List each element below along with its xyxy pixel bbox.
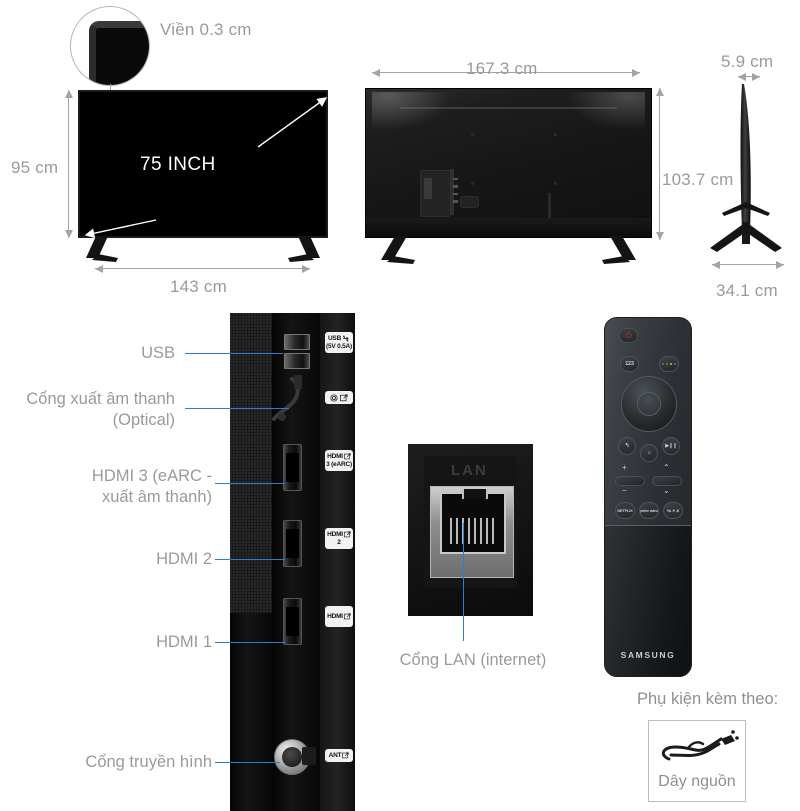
callout-label-hdmi1: HDMI 1 (156, 633, 212, 651)
remote-prime-video-button[interactable]: prime video (639, 502, 659, 519)
antenna-icon (342, 752, 349, 759)
tag-ant: ANT (325, 749, 353, 762)
rear-glow-right (565, 91, 646, 131)
remote-control: ⏻ 123 ↰ ⌂ ▶❙❙ + − ⌃ ⌄ NETFLIX prime vide… (604, 317, 692, 677)
remote-volume-down-label: − (622, 486, 627, 495)
callout-label-hdmi3: HDMI 3 (eARC - xuất âm thanh) (0, 466, 212, 508)
callout-label-optical-line1: Cổng xuất âm thanh (26, 390, 175, 408)
front-width-rule (95, 264, 310, 273)
optical-cable-detail (272, 375, 302, 421)
callout-label-optical-line2: (Optical) (112, 411, 175, 429)
remote-channel-rocker[interactable] (652, 476, 682, 486)
front-height-rule (64, 90, 73, 238)
tag-hdmi-1: HDMI (325, 606, 353, 627)
usb-port-2 (284, 353, 310, 369)
callout-label-hdmi2: HDMI 2 (156, 550, 212, 568)
callout-leader-hdmi3 (215, 483, 285, 484)
remote-lower-body: SAMSUNG (605, 525, 691, 676)
rear-glow-left (371, 91, 452, 131)
power-cable-icon (661, 730, 739, 761)
accessories-title: Phụ kiện kèm theo: (637, 690, 779, 708)
hdmi-port-3 (283, 444, 302, 491)
stand-depth-label: 34.1 cm (716, 281, 778, 300)
rear-width-label: 167.3 cm (466, 59, 538, 78)
callout-leader-hdmi2 (215, 559, 285, 560)
side-depth-label: 5.9 cm (721, 52, 774, 71)
tag-hdmi-3: HDMI 3 (eARC) (325, 450, 353, 471)
bezel-label: Viền 0.3 cm (160, 20, 252, 39)
remote-channel-down-label: ⌄ (663, 486, 670, 495)
remote-netflix-button[interactable]: NETFLIX (615, 502, 635, 519)
front-width-label: 143 cm (170, 277, 227, 296)
bezel-corner-icon (89, 21, 149, 85)
tag-hdmi-2: HDMI 2 (325, 528, 353, 549)
callout-label-optical: Cổng xuất âm thanh (Optical) (0, 389, 175, 431)
screen-size-label: 75 INCH (140, 154, 216, 175)
remote-back-button[interactable]: ↰ (618, 437, 636, 455)
lan-photo-panel: LAN (408, 444, 533, 616)
lan-leader-line (463, 523, 464, 641)
remote-play-pause-button[interactable]: ▶❙❙ (662, 437, 680, 455)
tag-usb: USB (5V 0.5A) (325, 332, 353, 353)
stand-depth-rule (712, 260, 784, 269)
rear-seam-line (400, 106, 617, 109)
rear-width-rule (372, 68, 640, 77)
side-depth-rule (738, 72, 760, 81)
ports-photo-panel: USB (5V 0.5A) (230, 313, 355, 811)
accessory-caption: Dây nguồn (658, 773, 736, 790)
remote-home-button[interactable]: ⌂ (640, 444, 658, 462)
callout-label-antenna: Cổng truyền hình (85, 753, 212, 771)
remote-dpad-select[interactable] (637, 392, 661, 416)
bezel-zoom-circle (70, 6, 150, 86)
remote-app3-button[interactable]: Yu ✶ ⊅ (663, 502, 683, 519)
hdmi-icon (344, 453, 351, 460)
remote-123-button[interactable]: 123 (620, 356, 639, 372)
port-label-strip (320, 313, 355, 811)
tv-rear-panel (365, 88, 652, 238)
tv-front-feet (86, 236, 320, 262)
coax-collar (302, 747, 316, 765)
hdmi-port-2 (283, 520, 302, 567)
rear-height-rule (655, 88, 664, 240)
lan-jack-shield (430, 486, 514, 578)
remote-dpad[interactable] (621, 376, 677, 432)
service-arrow-icon (340, 393, 348, 401)
tv-front-screen: 75 INCH (78, 90, 328, 239)
hdmi-icon (344, 613, 351, 620)
speaker-mesh (230, 313, 272, 613)
callout-leader-optical (185, 408, 289, 409)
front-height-label: 95 cm (11, 158, 59, 177)
usb-icon (342, 335, 349, 342)
callout-leader-hdmi1 (215, 642, 285, 643)
rear-height-label: 103.7 cm (662, 170, 734, 189)
usb-port-1 (284, 334, 310, 350)
remote-brand-label: SAMSUNG (620, 650, 676, 660)
accessory-item-power-cable: Dây nguồn (648, 720, 746, 802)
color-dots-icon (661, 362, 677, 366)
tv-side-view (710, 84, 782, 252)
remote-volume-rocker[interactable] (615, 476, 645, 486)
callout-leader-usb (185, 353, 283, 354)
antenna-coax-connector (274, 739, 310, 775)
rear-bottom-band (366, 217, 651, 237)
lan-port-text: LAN (451, 462, 488, 479)
optical-icon (330, 393, 338, 402)
lan-jack-tab (462, 489, 488, 499)
remote-volume-up-label: + (622, 463, 627, 472)
remote-color-button[interactable] (659, 356, 679, 372)
hdmi-port-1 (283, 598, 302, 645)
diagonal-measure-arrow (84, 97, 328, 239)
lan-jack-opening (440, 489, 506, 554)
hdmi-icon (344, 531, 351, 538)
tv-rear-feet (381, 236, 636, 264)
remote-power-button[interactable]: ⏻ (619, 328, 638, 343)
callout-label-hdmi3-line2: xuất âm thanh) (101, 488, 212, 506)
callout-label-usb: USB (141, 344, 175, 362)
lan-caption: Cổng LAN (internet) (399, 651, 547, 669)
callout-label-hdmi3-line1: HDMI 3 (eARC - (91, 467, 212, 485)
callout-leader-antenna (215, 762, 280, 763)
remote-channel-up-label: ⌃ (663, 463, 670, 472)
tag-optical (325, 391, 353, 404)
